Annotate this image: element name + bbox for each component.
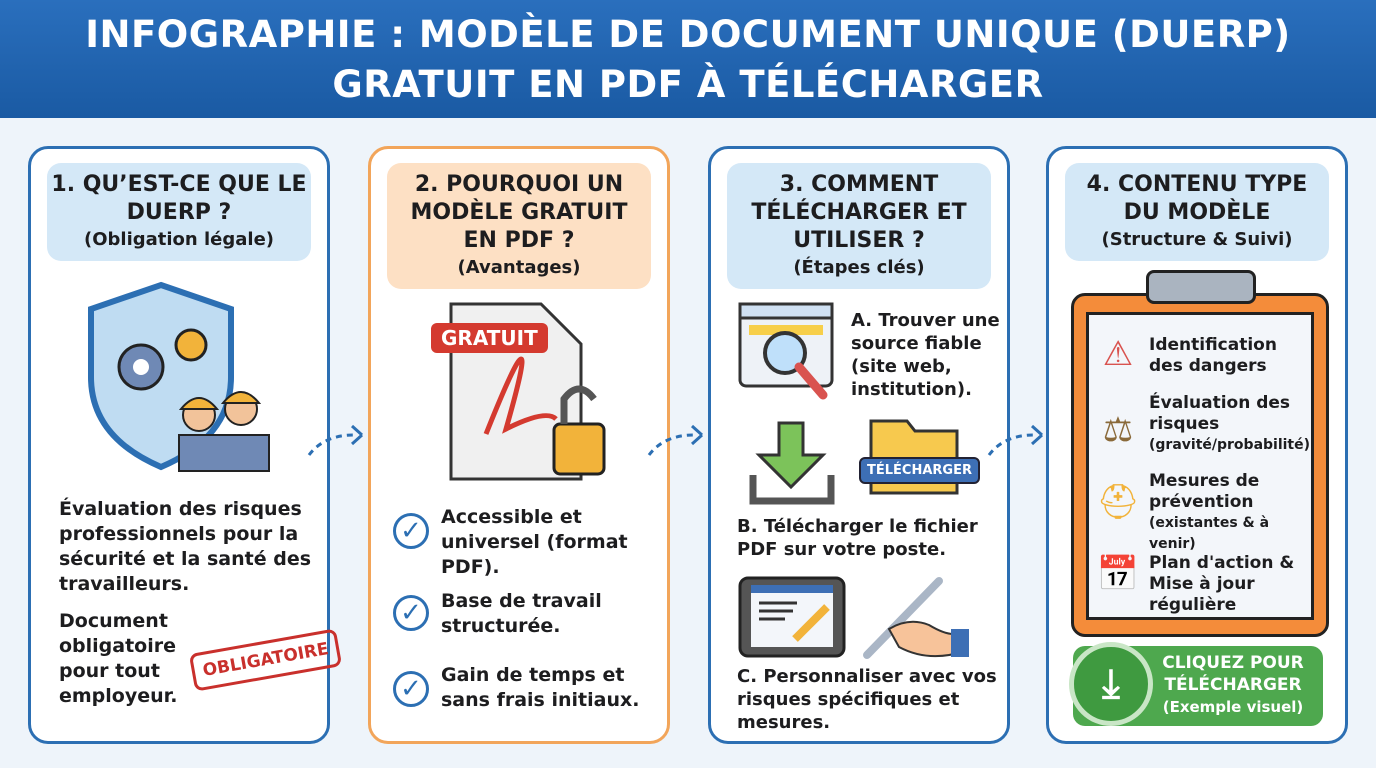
title-line-2: GRATUIT EN PDF À TÉLÉCHARGER (332, 63, 1044, 106)
obligation-text: Document obligatoire pour tout employeur… (59, 610, 178, 707)
shield-gears-workers-icon (88, 281, 270, 472)
tablet-signature-icon (738, 576, 846, 658)
advantage-item: Accessible et universel (format PDF). (441, 506, 628, 578)
card-what-is-duerp: 1. QU’EST-CE QUE LE DUERP ? (Obligation l… (28, 146, 343, 744)
button-line: CLIQUEZ POUR (1162, 653, 1304, 673)
obligatoire-stamp: OBLIGATOIRE (188, 628, 343, 692)
card-why-free-pdf: 2. POURQUOI UN MODÈLE GRATUIT EN PDF ? (A… (368, 146, 670, 744)
header-banner: INFOGRAPHIE : MODÈLE DE DOCUMENT UNIQUE … (0, 0, 1376, 118)
advantage-item: Base de travail structurée. (441, 590, 602, 637)
card-how-to-download: 3. COMMENT TÉLÉCHARGER ET UTILISER ? (Éta… (708, 146, 1010, 744)
card-title: 1. QU’EST-CE QUE LE DUERP ? (51, 172, 307, 225)
download-button[interactable]: ⤓ CLIQUEZ POUR TÉLÉCHARGER (Exemple visu… (1069, 642, 1323, 726)
scales-icon: ⚖ (1102, 410, 1134, 450)
step-b-text: B. Télécharger le fichier PDF sur votre … (737, 516, 978, 560)
check-icon: ✓ (393, 513, 429, 549)
card-subtitle: (Obligation légale) (83, 229, 275, 250)
clipboard: ⚠ Identification des dangers ⚖ Évaluatio… (1071, 270, 1329, 637)
card-heading: 4. CONTENU TYPE DU MODÈLE (Structure & Su… (1065, 163, 1329, 261)
definition-text: Évaluation des risques professionnels po… (59, 498, 312, 595)
content-item: Plan d'action & Mise à jour régulière (1149, 553, 1295, 615)
calendar-clock-icon: 📅 (1096, 554, 1140, 594)
card-heading: 2. POURQUOI UN MODÈLE GRATUIT EN PDF ? (A… (387, 163, 651, 289)
hard-hat-icon: ⛑ (1096, 482, 1140, 522)
warning-icon: ⚠ (1102, 334, 1134, 374)
flow-arrow (647, 424, 704, 456)
download-arrow-icon (749, 421, 835, 505)
title-line-1: INFOGRAPHIE : MODÈLE DE DOCUMENT UNIQUE … (85, 13, 1291, 56)
content-item: Évaluation des risques(gravité/probabili… (1149, 393, 1311, 453)
card-subtitle: (Avantages) (457, 257, 581, 278)
web-search-icon (738, 302, 834, 400)
button-line: TÉLÉCHARGER (1164, 675, 1302, 695)
advantage-item: Gain de temps et sans frais initiaux. (441, 664, 640, 711)
card-heading: 3. COMMENT TÉLÉCHARGER ET UTILISER ? (Éta… (727, 163, 991, 289)
content-item: Mesures de prévention(existantes & à ven… (1149, 471, 1270, 552)
gratuit-badge: GRATUIT (431, 323, 548, 353)
clipboard-paper: ⚠ Identification des dangers ⚖ Évaluatio… (1086, 312, 1314, 620)
card-title: 2. POURQUOI UN MODÈLE GRATUIT EN PDF ? (410, 172, 628, 253)
card-subtitle: (Structure & Suivi) (1101, 229, 1293, 250)
download-folder-label: TÉLÉCHARGER (859, 457, 980, 484)
hand-pen-icon (863, 577, 969, 659)
download-icon: ⤓ (1069, 642, 1153, 726)
card-title: 4. CONTENU TYPE DU MODÈLE (1086, 172, 1308, 225)
flow-arrow (987, 424, 1044, 456)
check-icon: ✓ (393, 671, 429, 707)
step-c-text: C. Personnaliser avec vos risques spécif… (737, 666, 997, 733)
clipboard-clip (1146, 270, 1256, 304)
card-subtitle: (Étapes clés) (793, 257, 925, 278)
content-item: Identification des dangers (1149, 335, 1277, 376)
step-a-text: A. Trouver une source fiable (site web, … (851, 310, 1000, 400)
check-icon: ✓ (393, 595, 429, 631)
card-heading: 1. QU’EST-CE QUE LE DUERP ? (Obligation l… (47, 163, 311, 261)
card-model-content: 4. CONTENU TYPE DU MODÈLE (Structure & Su… (1046, 146, 1348, 744)
button-line: (Exemple visuel) (1162, 698, 1304, 716)
flow-arrow (307, 424, 364, 456)
card-title: 3. COMMENT TÉLÉCHARGER ET UTILISER ? (751, 172, 967, 253)
